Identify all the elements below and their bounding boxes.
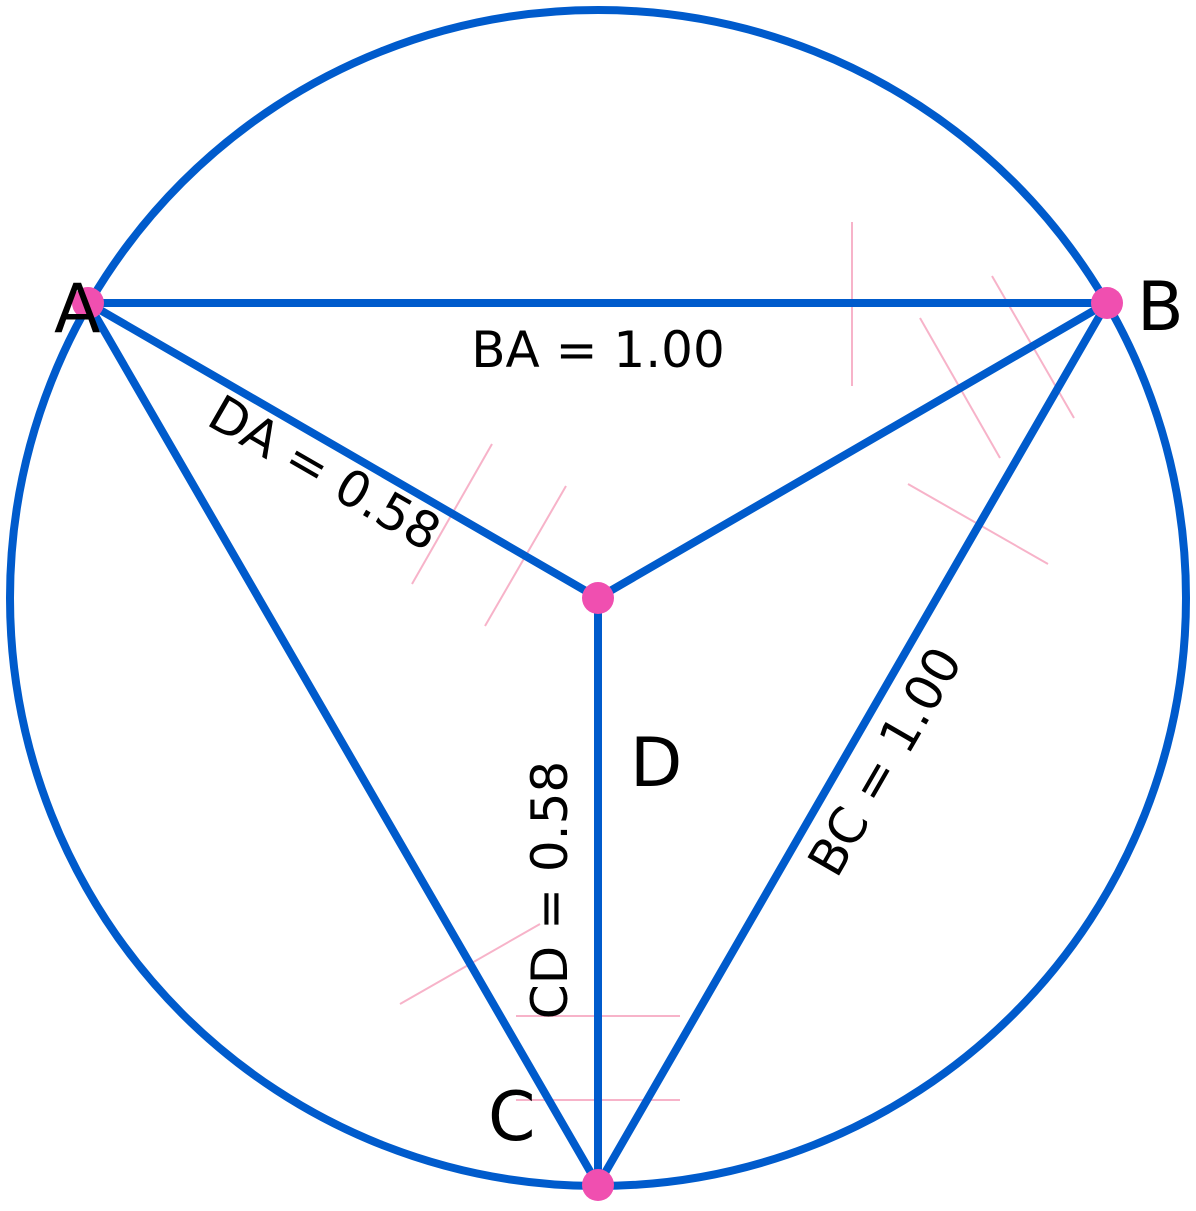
point-c bbox=[582, 1169, 614, 1201]
label-a: A bbox=[54, 270, 101, 349]
segment-bc bbox=[594, 299, 1111, 1189]
measure-da: DA = 0.58 bbox=[199, 384, 450, 563]
label-c: C bbox=[488, 1078, 535, 1157]
point-b bbox=[1091, 287, 1123, 319]
label-b: B bbox=[1137, 268, 1184, 347]
label-d: D bbox=[630, 724, 682, 803]
segment-db bbox=[594, 299, 1111, 602]
segment-ca bbox=[84, 299, 602, 1189]
measure-bc: BC = 1.00 bbox=[797, 637, 974, 885]
point-a bbox=[72, 287, 104, 319]
segment-da bbox=[84, 299, 602, 602]
measure-cd: CD = 0.58 bbox=[521, 761, 579, 1019]
point-d bbox=[582, 582, 614, 614]
measure-ba: BA = 1.00 bbox=[471, 321, 725, 379]
